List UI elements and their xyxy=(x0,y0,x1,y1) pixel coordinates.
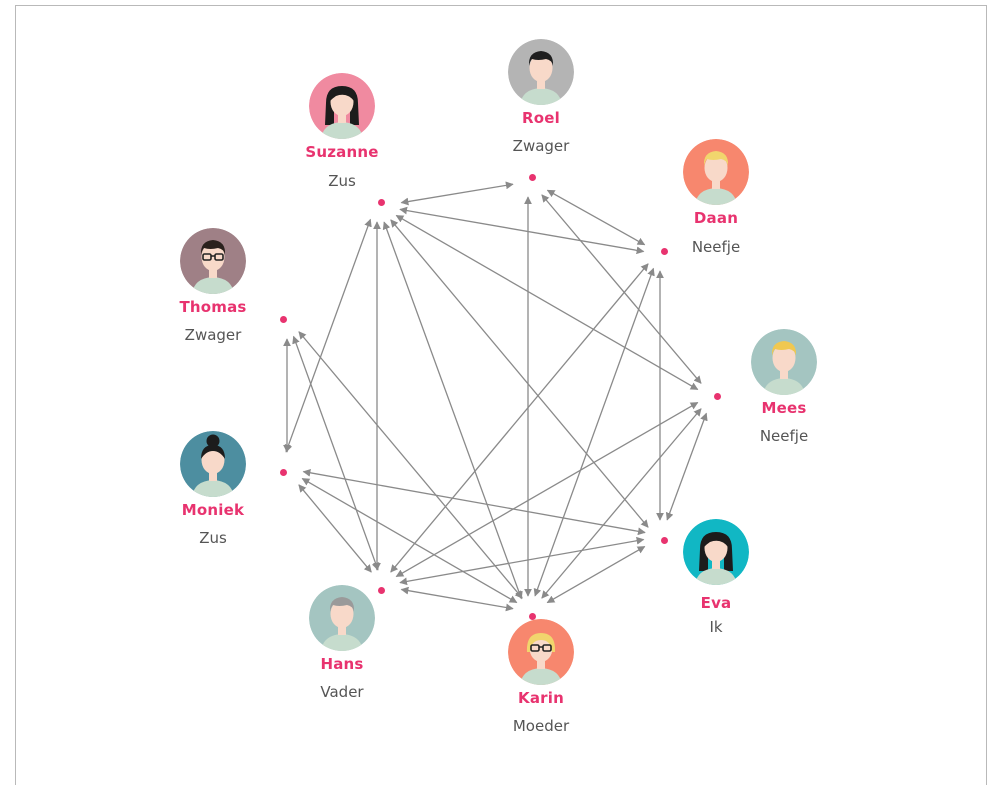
family-network-graph xyxy=(283,181,708,612)
edge-karin-hans xyxy=(400,586,514,612)
node-dot-eva[interactable] xyxy=(660,536,668,544)
person-role-mees: Neefje xyxy=(759,427,809,445)
diagram-frame xyxy=(15,5,987,785)
edge-daan-karin xyxy=(533,267,655,597)
avatar-hans[interactable] xyxy=(309,585,375,651)
person-name-hans: Hans xyxy=(320,655,364,673)
person-name-moniek: Moniek xyxy=(181,501,245,519)
person-role-eva: Ik xyxy=(709,618,723,636)
edge-hans-thomas xyxy=(292,335,380,571)
node-dot-karin[interactable] xyxy=(528,612,536,620)
avatar-daan[interactable] xyxy=(683,139,749,205)
relationship-edges xyxy=(283,181,708,612)
person-name-suzanne: Suzanne xyxy=(305,143,379,161)
person-name-daan: Daan xyxy=(693,209,739,227)
edge-suzanne-karin xyxy=(382,221,523,600)
edge-mees-eva xyxy=(665,412,708,521)
edge-mees-karin xyxy=(541,408,702,599)
person-name-eva: Eva xyxy=(700,594,732,612)
person-name-karin: Karin xyxy=(518,689,564,707)
edge-suzanne-eva xyxy=(390,219,649,528)
node-dot-daan[interactable] xyxy=(660,247,668,255)
avatar-thomas[interactable] xyxy=(180,228,246,294)
edge-suzanne-daan xyxy=(399,206,645,255)
person-name-roel: Roel xyxy=(522,109,560,127)
edge-suzanne-roel xyxy=(400,181,514,206)
node-dot-roel[interactable] xyxy=(528,173,536,181)
person-role-daan: Neefje xyxy=(691,238,741,256)
person-role-moniek: Zus xyxy=(199,529,227,547)
person-role-karin: Moeder xyxy=(512,717,570,735)
person-name-thomas: Thomas xyxy=(179,298,247,316)
avatar-roel[interactable] xyxy=(508,39,574,105)
edge-karin-thomas xyxy=(298,331,523,599)
node-dot-hans[interactable] xyxy=(377,586,385,594)
person-role-thomas: Zwager xyxy=(184,326,242,344)
edge-roel-daan xyxy=(546,189,646,246)
avatar-suzanne[interactable] xyxy=(309,73,375,139)
person-name-mees: Mees xyxy=(761,399,807,417)
avatar-mees[interactable] xyxy=(751,329,817,395)
avatar-eva[interactable] xyxy=(683,519,749,585)
node-dot-thomas[interactable] xyxy=(279,315,287,323)
avatar-karin[interactable] xyxy=(508,619,574,685)
person-role-hans: Vader xyxy=(320,683,364,701)
edge-mees-hans xyxy=(395,401,699,578)
edge-suzanne-moniek xyxy=(284,218,372,453)
node-dot-suzanne[interactable] xyxy=(377,198,385,206)
person-role-roel: Zwager xyxy=(512,137,570,155)
node-dot-mees[interactable] xyxy=(713,392,721,400)
avatar-moniek[interactable] xyxy=(180,431,246,497)
edge-eva-hans xyxy=(399,536,645,586)
person-role-suzanne: Zus xyxy=(328,172,356,190)
edge-eva-moniek xyxy=(302,468,646,536)
node-dot-moniek[interactable] xyxy=(279,468,287,476)
